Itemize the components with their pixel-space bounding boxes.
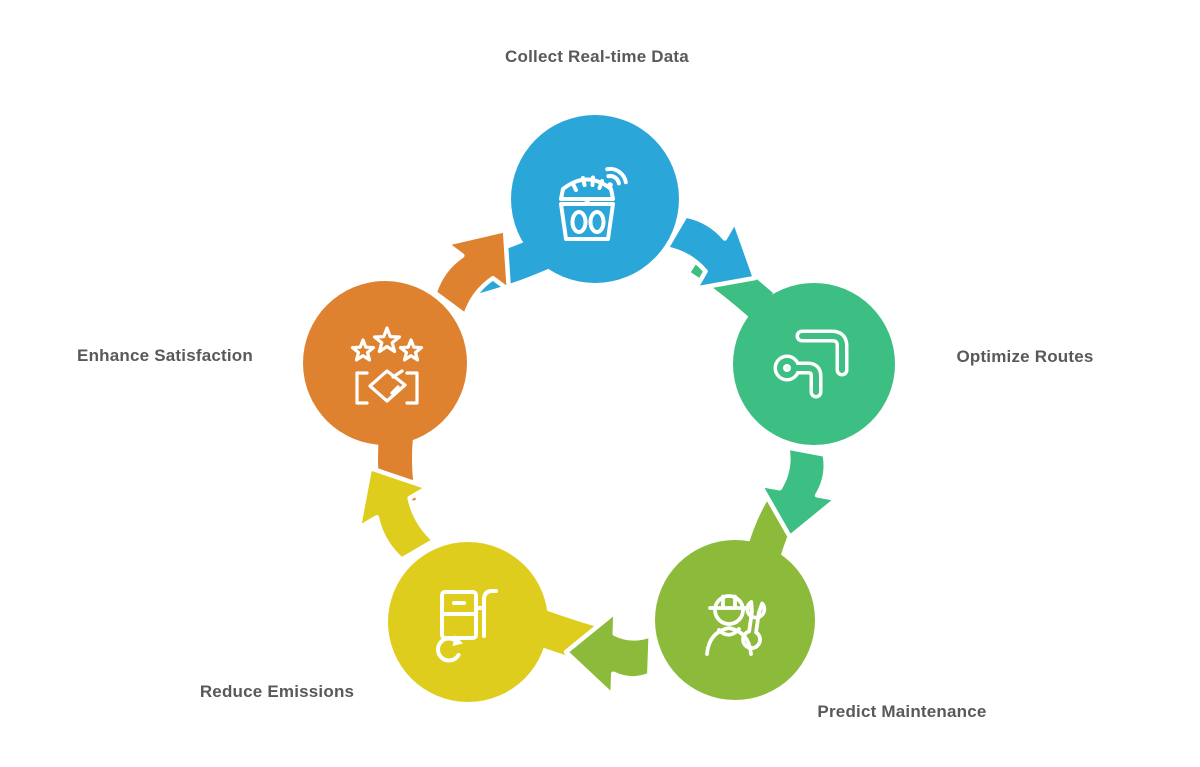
step-label-optimize-routes: Optimize Routes <box>956 347 1094 366</box>
step-circle-predict-maintenance <box>655 540 815 700</box>
step-label-predict-maintenance: Predict Maintenance <box>817 702 987 721</box>
arrow-reduce-to-enhance <box>356 465 437 562</box>
arrow-enhance-to-collect <box>432 227 512 318</box>
step-circle-reduce-emissions <box>388 542 548 702</box>
mechanic-wrench-icon <box>705 594 767 656</box>
arrow-predict-to-reduce <box>563 609 653 698</box>
step-label-collect-data: Collect Real-time Data <box>505 47 689 66</box>
smart-meter-wireless-icon <box>559 166 628 241</box>
stars-handshake-icon <box>350 326 424 405</box>
step-label-enhance-satisfaction: Enhance Satisfaction <box>77 346 253 365</box>
arrow-optimize-to-predict <box>757 445 839 540</box>
step-circle-enhance-satisfaction <box>303 281 467 445</box>
arrow-collect-to-optimize <box>664 213 758 291</box>
cycle-arrows <box>356 213 839 698</box>
route-navigation-icon <box>773 329 849 399</box>
fuel-pump-recycle-icon <box>436 589 498 663</box>
step-label-reduce-emissions: Reduce Emissions <box>199 682 355 701</box>
